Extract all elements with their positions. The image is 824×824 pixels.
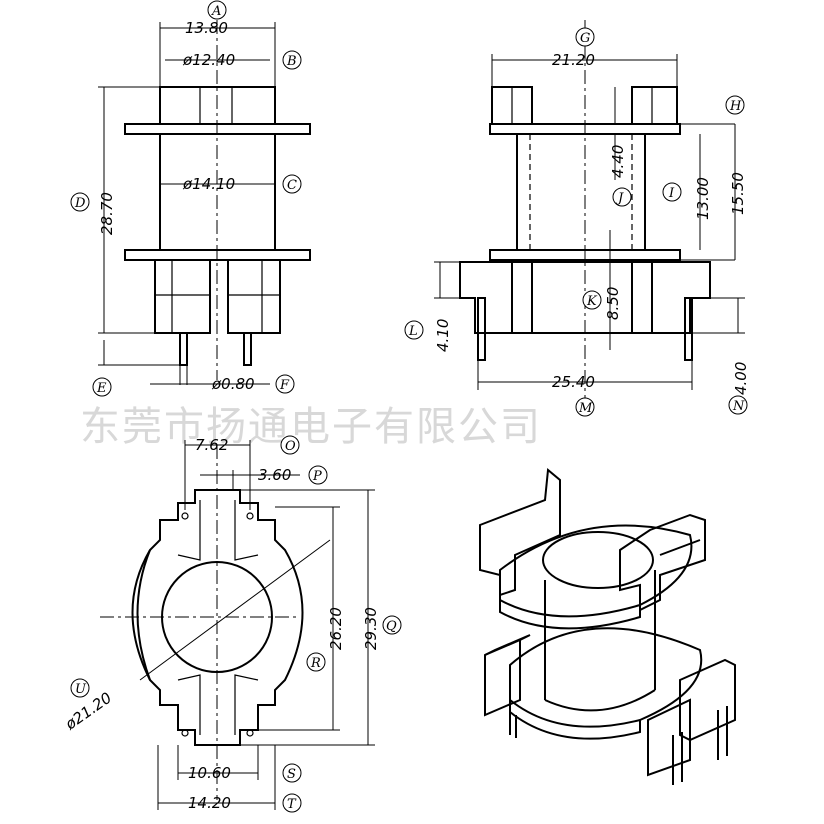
label-A: A bbox=[207, 0, 227, 20]
dim-R: 26.20 bbox=[327, 607, 345, 650]
svg-text:F: F bbox=[279, 378, 290, 393]
svg-text:M: M bbox=[578, 401, 593, 416]
label-L: L bbox=[404, 320, 424, 340]
svg-text:S: S bbox=[287, 767, 296, 782]
label-R: R bbox=[306, 652, 326, 672]
label-G: G bbox=[575, 27, 595, 47]
label-S: S bbox=[282, 763, 302, 783]
label-D: D bbox=[70, 192, 90, 212]
dim-P: 3.60 bbox=[258, 466, 291, 484]
svg-text:I: I bbox=[668, 186, 675, 201]
label-K: K bbox=[582, 290, 602, 310]
dim-K: 8.50 bbox=[604, 287, 622, 320]
svg-text:K: K bbox=[586, 294, 598, 309]
dim-I: 13.00 bbox=[694, 177, 712, 220]
dim-D: 28.70 bbox=[98, 192, 116, 235]
label-Q: Q bbox=[382, 615, 402, 635]
dim-S: 10.60 bbox=[188, 764, 231, 782]
dim-A: 13.80 bbox=[185, 19, 228, 37]
dim-N: 4.00 bbox=[732, 362, 750, 395]
dim-F: ø0.80 bbox=[211, 375, 255, 393]
label-N: N bbox=[728, 395, 748, 415]
label-U: U bbox=[70, 678, 90, 698]
svg-text:Q: Q bbox=[386, 619, 397, 634]
svg-text:C: C bbox=[287, 178, 297, 193]
label-M: M bbox=[575, 397, 595, 417]
dim-T: 14.20 bbox=[188, 794, 231, 812]
label-O: O bbox=[280, 435, 300, 455]
isometric-view bbox=[479, 468, 736, 785]
label-C: C bbox=[282, 174, 302, 194]
svg-text:B: B bbox=[286, 54, 297, 69]
label-P: P bbox=[308, 465, 328, 485]
side-view: 21.20 15.50 13.00 4.40 8.50 4.10 25.40 4… bbox=[434, 20, 750, 410]
svg-text:R: R bbox=[310, 656, 321, 671]
svg-text:H: H bbox=[729, 99, 742, 114]
dim-C: ø14.10 bbox=[182, 175, 235, 193]
svg-text:E: E bbox=[96, 381, 107, 396]
svg-text:T: T bbox=[287, 797, 297, 812]
bottom-view: ø21.20 7.62 3.60 29.30 26.20 10.60 14.20 bbox=[61, 436, 380, 812]
label-H: H bbox=[725, 95, 745, 115]
dim-L: 4.10 bbox=[434, 319, 452, 352]
svg-text:J: J bbox=[615, 191, 624, 206]
svg-text:N: N bbox=[732, 399, 745, 414]
svg-text:P: P bbox=[312, 469, 322, 484]
label-E: E bbox=[92, 377, 112, 397]
label-F: F bbox=[275, 374, 295, 394]
svg-text:O: O bbox=[285, 439, 296, 454]
front-view: 13.80 ø12.40 ø14.10 28.70 ø0.80 bbox=[98, 19, 311, 393]
dim-J: 4.40 bbox=[609, 145, 627, 178]
dim-U: ø21.20 bbox=[61, 689, 115, 734]
dim-M: 25.40 bbox=[552, 373, 595, 391]
company-watermark: 东莞市扬通电子有限公司 bbox=[80, 404, 542, 450]
dim-H2: 15.50 bbox=[729, 172, 747, 215]
svg-text:L: L bbox=[408, 324, 418, 339]
dim-B: ø12.40 bbox=[182, 51, 235, 69]
svg-text:U: U bbox=[75, 682, 87, 697]
svg-text:A: A bbox=[211, 4, 221, 19]
dim-O: 7.62 bbox=[195, 436, 228, 454]
svg-text:D: D bbox=[74, 196, 86, 211]
dim-Q: 29.30 bbox=[362, 607, 380, 650]
dim-G: 21.20 bbox=[552, 51, 595, 69]
label-B: B bbox=[282, 50, 302, 70]
svg-text:G: G bbox=[580, 31, 590, 46]
label-T: T bbox=[282, 793, 302, 813]
reference-labels: A B C D E F G H I J K L M N O P Q R S T … bbox=[70, 0, 748, 813]
label-I: I bbox=[662, 182, 682, 202]
label-J: J bbox=[612, 187, 632, 207]
